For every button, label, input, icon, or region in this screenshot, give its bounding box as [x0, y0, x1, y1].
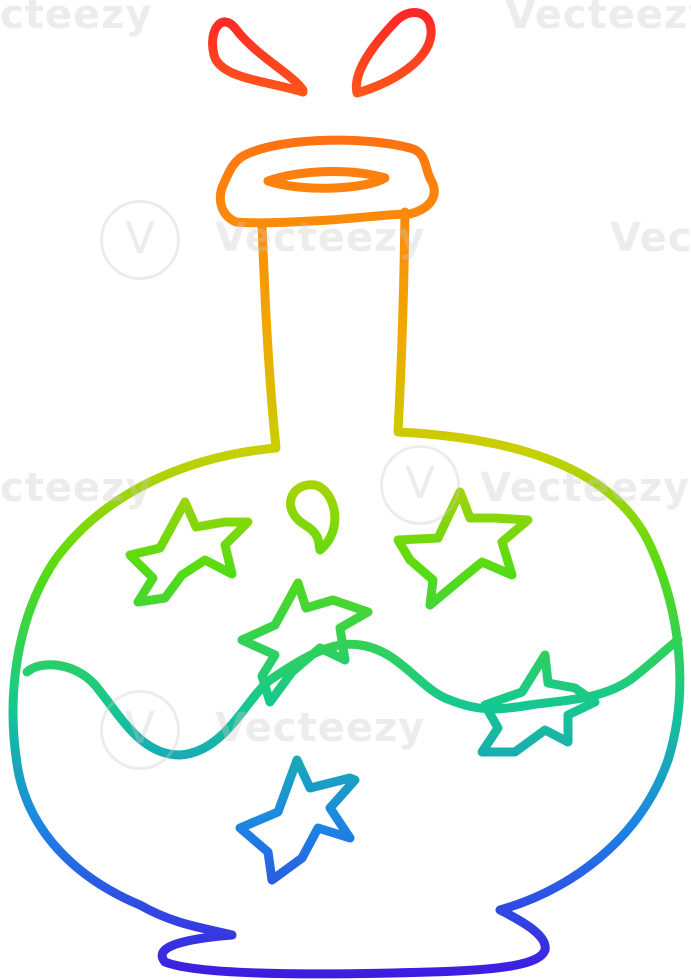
- splash-drop-right: [351, 8, 436, 98]
- star-4: [477, 650, 600, 757]
- bubble-drop: [286, 480, 340, 555]
- bottle-outline: [8, 207, 685, 979]
- splash-drop-left: [208, 17, 308, 97]
- star-1: [125, 497, 253, 607]
- star-5: [235, 755, 360, 885]
- star-3: [237, 578, 373, 707]
- bottle-lip: [215, 135, 439, 228]
- star-2: [393, 487, 533, 610]
- liquid-surface: [22, 635, 683, 760]
- bottle-lip-inner: [263, 167, 390, 193]
